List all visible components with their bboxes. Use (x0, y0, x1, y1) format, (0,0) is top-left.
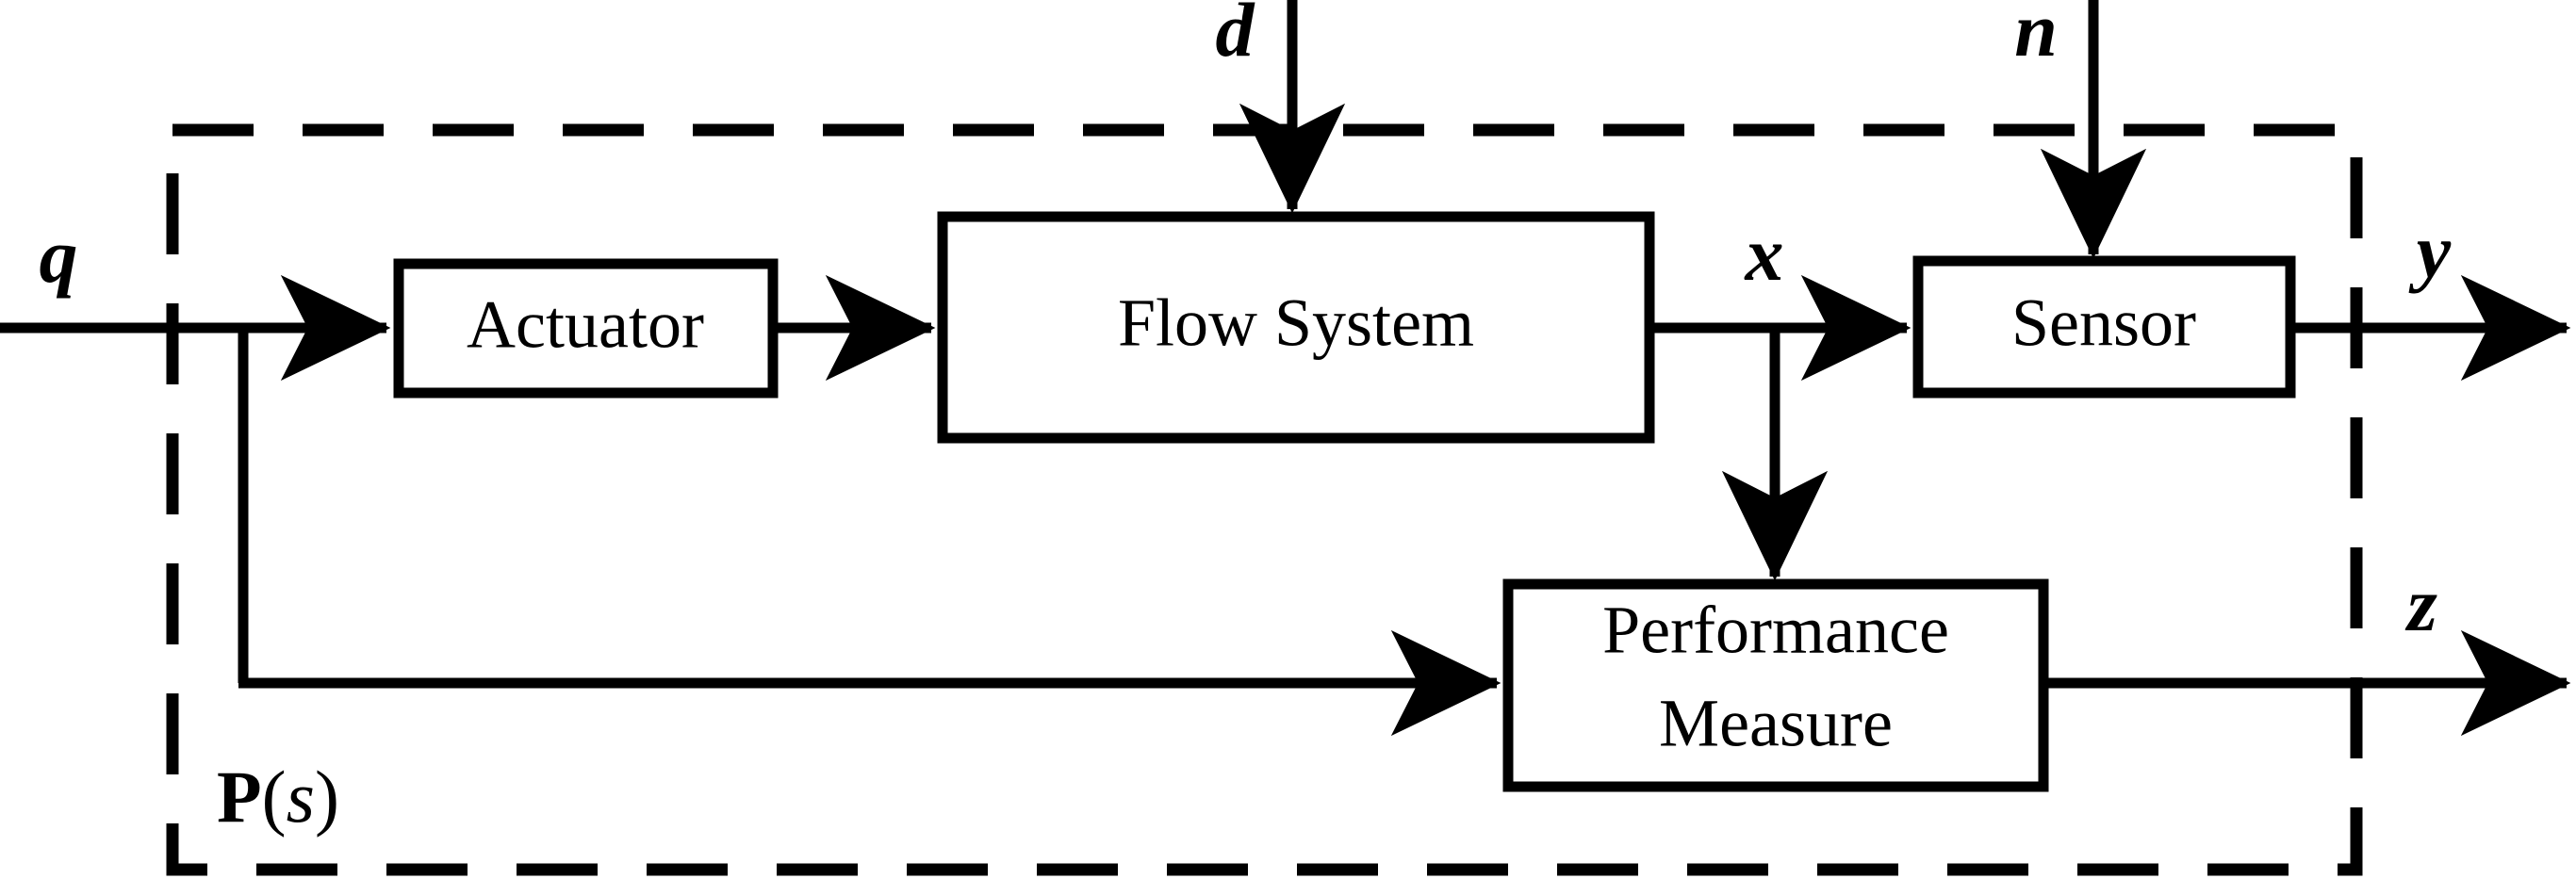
block-label-flow-system: Flow System (1118, 285, 1474, 361)
plant-label-group: P(s) (217, 756, 339, 838)
signal-label-n: n (2014, 0, 2058, 73)
signal-label-d: d (1216, 0, 1255, 73)
block-label-performance-measure-line2: Measure (1659, 686, 1893, 761)
plant-label-italic-s: s (287, 756, 315, 838)
block-label-actuator: Actuator (467, 287, 704, 363)
block-label-performance-measure-line1: Performance (1602, 593, 1949, 668)
signal-label-x: x (1745, 211, 1784, 297)
block-actuator[interactable] (393, 258, 779, 399)
plant-label-bold-p: P (217, 756, 262, 838)
signal-label-q: q (40, 213, 78, 299)
signal-label-z: z (2404, 562, 2437, 647)
block-label-sensor: Sensor (2011, 285, 2196, 361)
plant-label-open-paren: ( (262, 756, 287, 838)
signal-label-y: y (2408, 208, 2452, 294)
plant-label-close-paren: ) (315, 756, 339, 838)
block-sensor[interactable] (1912, 255, 2296, 399)
